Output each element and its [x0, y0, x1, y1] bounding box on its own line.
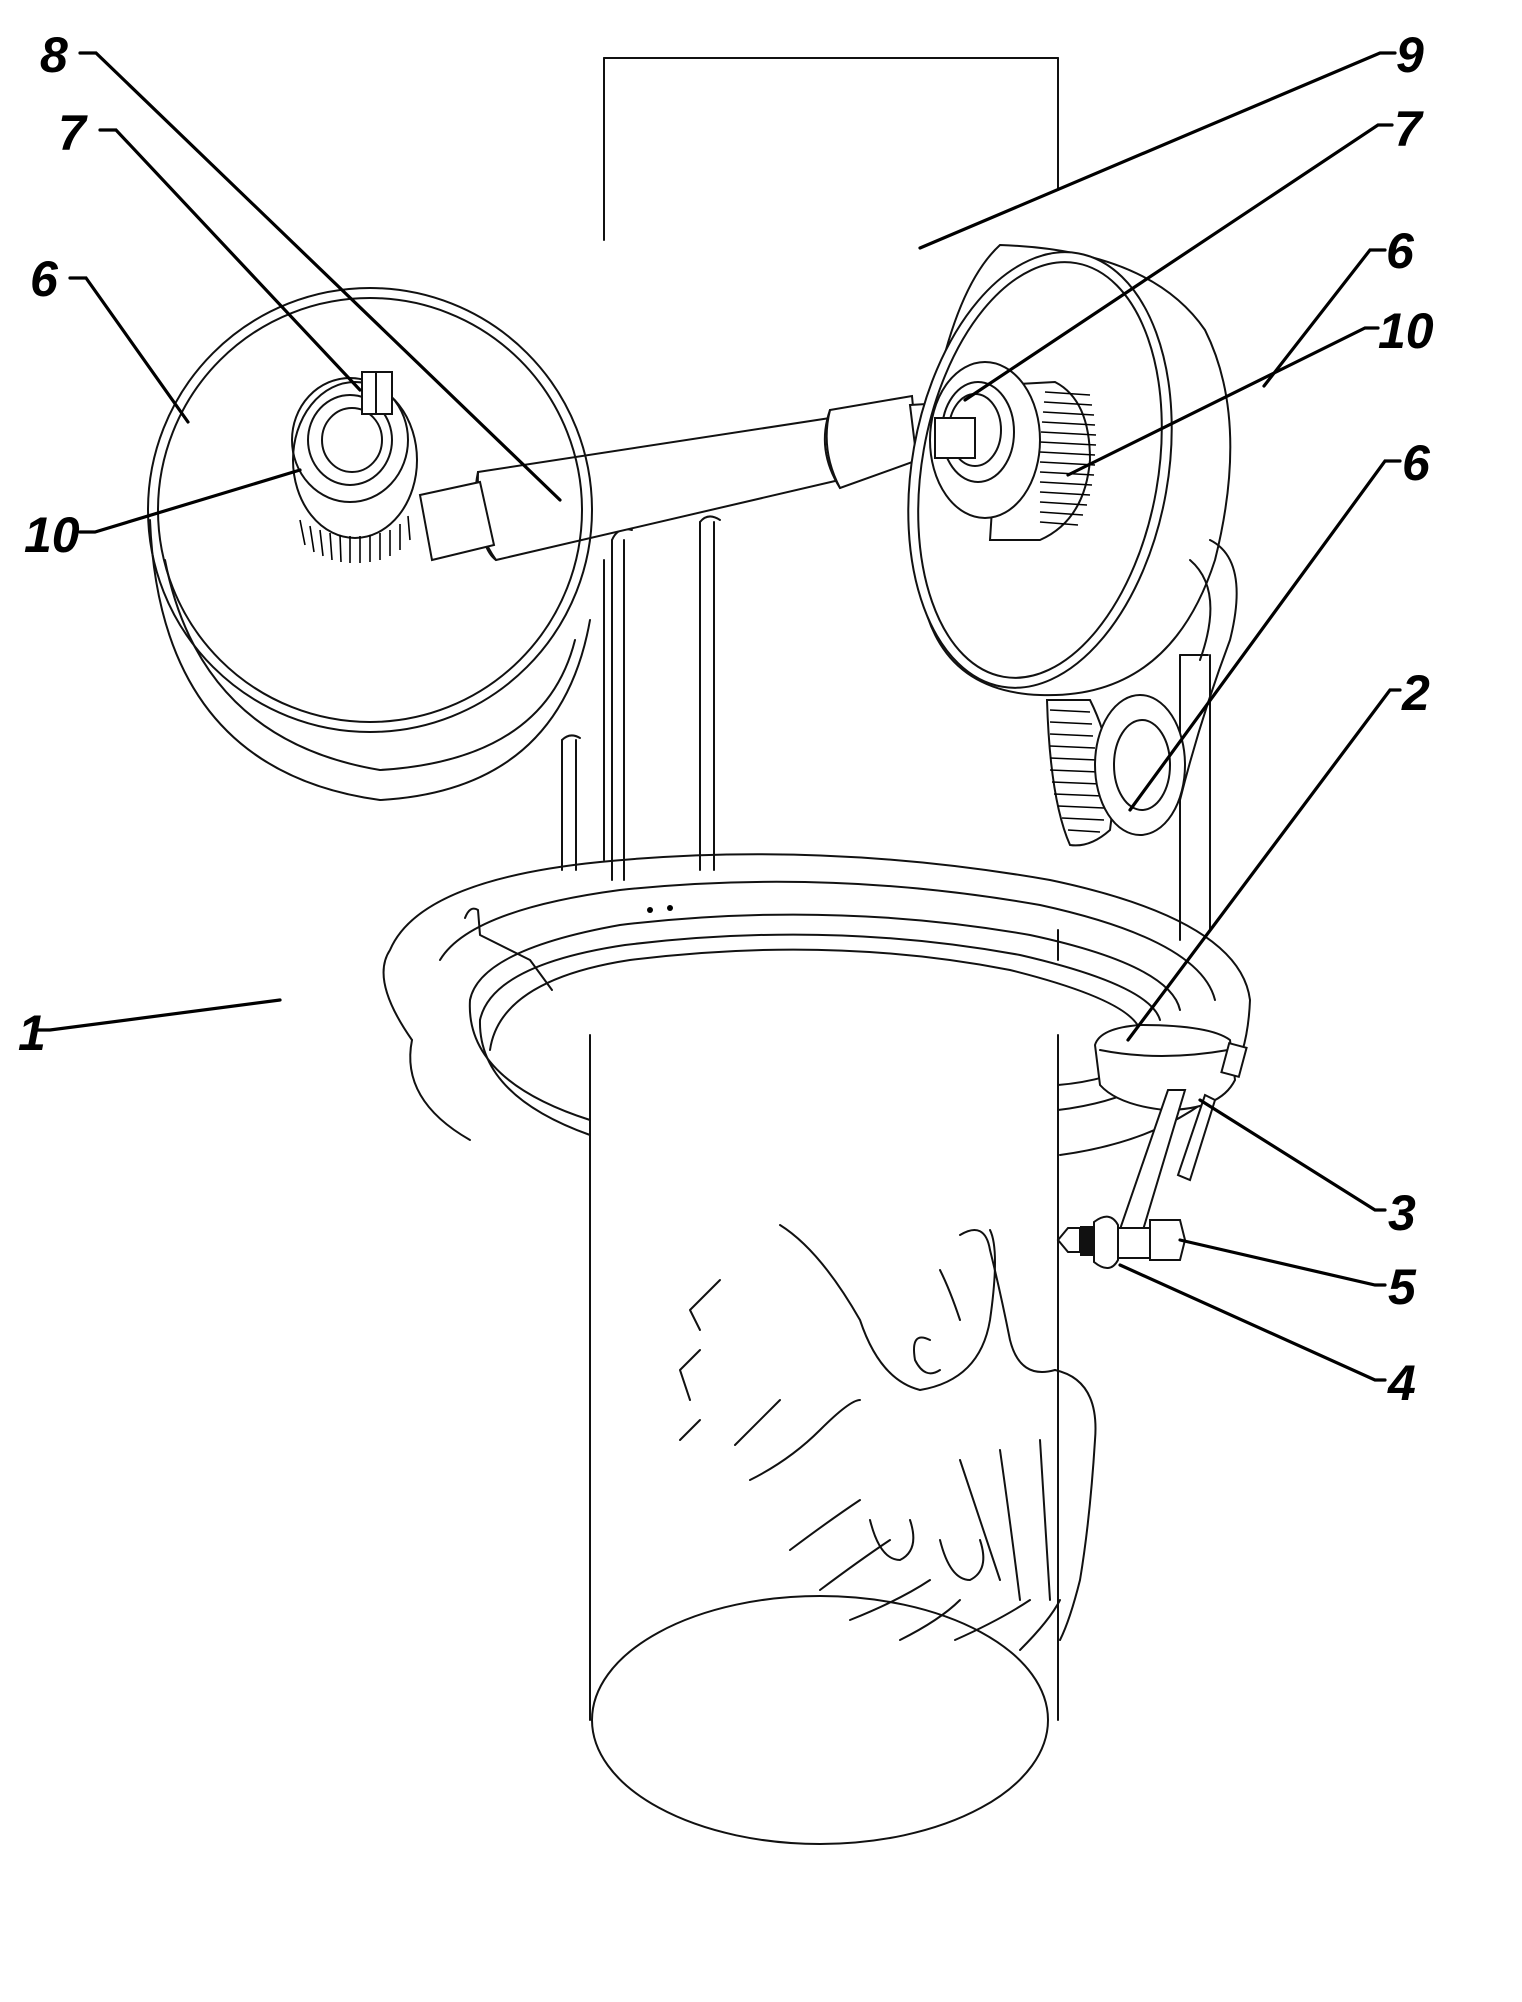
label-6-right-upper: 6 [1386, 223, 1415, 279]
right-wheel [907, 243, 1238, 801]
leader-10-left [78, 468, 302, 534]
label-1: 1 [18, 1005, 46, 1061]
leader-1 [36, 998, 282, 1032]
leader-4 [1118, 1263, 1387, 1382]
label-4: 4 [1387, 1355, 1416, 1411]
leader-6-left [68, 276, 190, 424]
left-gear-teeth [299, 515, 411, 563]
label-10-left: 10 [24, 507, 80, 563]
leader-7-left [98, 128, 362, 392]
reference-labels: 8 9 7 7 6 6 10 10 6 2 1 3 5 4 [18, 27, 1434, 1411]
leader-8 [78, 51, 562, 502]
leader-5 [1178, 1238, 1387, 1287]
label-7-left: 7 [58, 105, 88, 161]
label-8: 8 [40, 27, 68, 83]
horizontal-arm [418, 394, 964, 562]
lower-gear-teeth [1049, 709, 1105, 833]
lower-wheel [1045, 694, 1186, 847]
left-wheel [147, 287, 593, 801]
label-10-right: 10 [1378, 303, 1434, 359]
leader-3 [1198, 1098, 1387, 1212]
label-7-right: 7 [1394, 101, 1424, 157]
leader-lines [36, 51, 1402, 1382]
leader-9 [918, 51, 1397, 250]
cutting-tool [1056, 1215, 1187, 1269]
label-6-right-lower: 6 [1402, 435, 1431, 491]
label-9: 9 [1396, 27, 1424, 83]
tool-arm [1116, 1089, 1217, 1242]
leader-6-right-upper [1262, 248, 1387, 388]
column [589, 57, 1059, 1845]
leader-6-right-lower [1128, 459, 1402, 812]
leader-10-right [1066, 326, 1380, 477]
eagle-emblem [679, 1224, 1097, 1651]
ring-track [382, 853, 1251, 1156]
leader-7-right [963, 123, 1394, 402]
label-5: 5 [1388, 1259, 1417, 1315]
label-2: 2 [1401, 665, 1430, 721]
label-6-left: 6 [30, 251, 59, 307]
label-3: 3 [1388, 1185, 1416, 1241]
carriage [1093, 1023, 1248, 1112]
leader-2 [1126, 688, 1402, 1042]
